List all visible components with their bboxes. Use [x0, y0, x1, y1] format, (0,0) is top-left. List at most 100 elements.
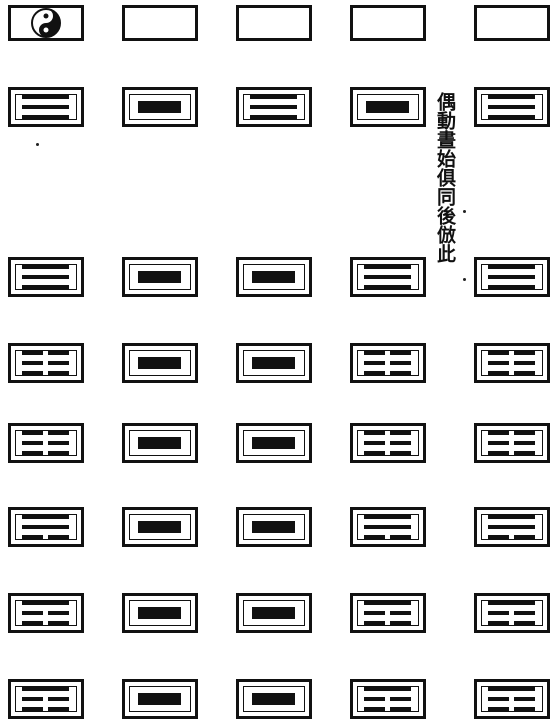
trigram-cell	[122, 87, 198, 127]
inner-frame	[481, 350, 543, 376]
trigram-cell	[122, 257, 198, 297]
broken-line	[514, 451, 535, 455]
broken-line	[48, 371, 69, 375]
broken-line	[514, 371, 535, 375]
punctuation-dot	[463, 278, 466, 281]
solid-line	[488, 515, 535, 519]
solid-line	[22, 265, 69, 269]
inner-frame	[481, 94, 543, 120]
solid-block	[138, 271, 181, 283]
trigram-cell	[8, 507, 84, 547]
solid-block	[252, 357, 295, 369]
broken-line	[488, 361, 509, 365]
trigram-cell	[474, 5, 550, 41]
broken-line	[22, 431, 43, 435]
trigram-cell	[236, 343, 312, 383]
trigram-cell	[122, 423, 198, 463]
broken-line	[48, 431, 69, 435]
inner-frame	[357, 350, 419, 376]
broken-line	[390, 535, 411, 539]
broken-line	[488, 535, 509, 539]
solid-block	[252, 437, 295, 449]
broken-line	[390, 707, 411, 711]
solid-block	[252, 693, 295, 705]
solid-line	[488, 105, 535, 109]
trigram-cell	[236, 679, 312, 719]
broken-line	[488, 621, 509, 625]
solid-line	[250, 115, 297, 119]
inner-frame	[243, 94, 305, 120]
trigram-cell	[236, 87, 312, 127]
solid-line	[250, 95, 297, 99]
solid-line	[22, 515, 69, 519]
broken-line	[488, 451, 509, 455]
solid-line	[488, 601, 535, 605]
vertical-annotation: 偶動晝始俱同後倣此	[434, 92, 456, 263]
broken-line	[390, 431, 411, 435]
trigram-cell	[350, 593, 426, 633]
broken-line	[390, 611, 411, 615]
inner-frame	[243, 430, 305, 456]
solid-line	[364, 265, 411, 269]
trigram-cell	[350, 257, 426, 297]
trigram-cell	[122, 507, 198, 547]
inner-frame	[129, 350, 191, 376]
broken-line	[48, 707, 69, 711]
solid-line	[488, 115, 535, 119]
inner-frame	[357, 430, 419, 456]
trigram-cell	[8, 5, 84, 41]
solid-line	[488, 525, 535, 529]
broken-line	[514, 431, 535, 435]
solid-line	[22, 115, 69, 119]
broken-line	[48, 697, 69, 701]
broken-line	[514, 351, 535, 355]
inner-frame	[15, 430, 77, 456]
solid-block	[138, 693, 181, 705]
trigram-cell	[474, 679, 550, 719]
inner-frame	[357, 686, 419, 712]
broken-line	[22, 371, 43, 375]
broken-line	[48, 441, 69, 445]
trigram-cell	[474, 343, 550, 383]
inner-frame	[243, 686, 305, 712]
broken-line	[22, 621, 43, 625]
trigram-cell	[350, 507, 426, 547]
broken-line	[364, 451, 385, 455]
broken-line	[390, 361, 411, 365]
broken-line	[390, 451, 411, 455]
trigram-cell	[8, 257, 84, 297]
inner-frame	[129, 430, 191, 456]
broken-line	[364, 351, 385, 355]
broken-line	[364, 707, 385, 711]
solid-line	[22, 105, 69, 109]
solid-line	[488, 285, 535, 289]
solid-line	[488, 95, 535, 99]
trigram-cell	[350, 5, 426, 41]
broken-line	[48, 621, 69, 625]
broken-line	[514, 361, 535, 365]
broken-line	[48, 351, 69, 355]
trigram-cell	[474, 87, 550, 127]
broken-line	[22, 451, 43, 455]
inner-frame	[357, 514, 419, 540]
trigram-cell	[350, 87, 426, 127]
solid-block	[252, 271, 295, 283]
solid-line	[22, 285, 69, 289]
punctuation-dot	[463, 210, 466, 213]
inner-frame	[481, 686, 543, 712]
solid-line	[22, 525, 69, 529]
broken-line	[514, 441, 535, 445]
solid-block	[252, 521, 295, 533]
trigram-cell	[474, 593, 550, 633]
solid-block	[138, 101, 181, 113]
broken-line	[488, 611, 509, 615]
inner-frame	[243, 350, 305, 376]
broken-line	[48, 535, 69, 539]
broken-line	[22, 351, 43, 355]
solid-block	[138, 437, 181, 449]
trigram-cell	[122, 593, 198, 633]
solid-line	[488, 687, 535, 691]
broken-line	[390, 351, 411, 355]
inner-frame	[357, 264, 419, 290]
